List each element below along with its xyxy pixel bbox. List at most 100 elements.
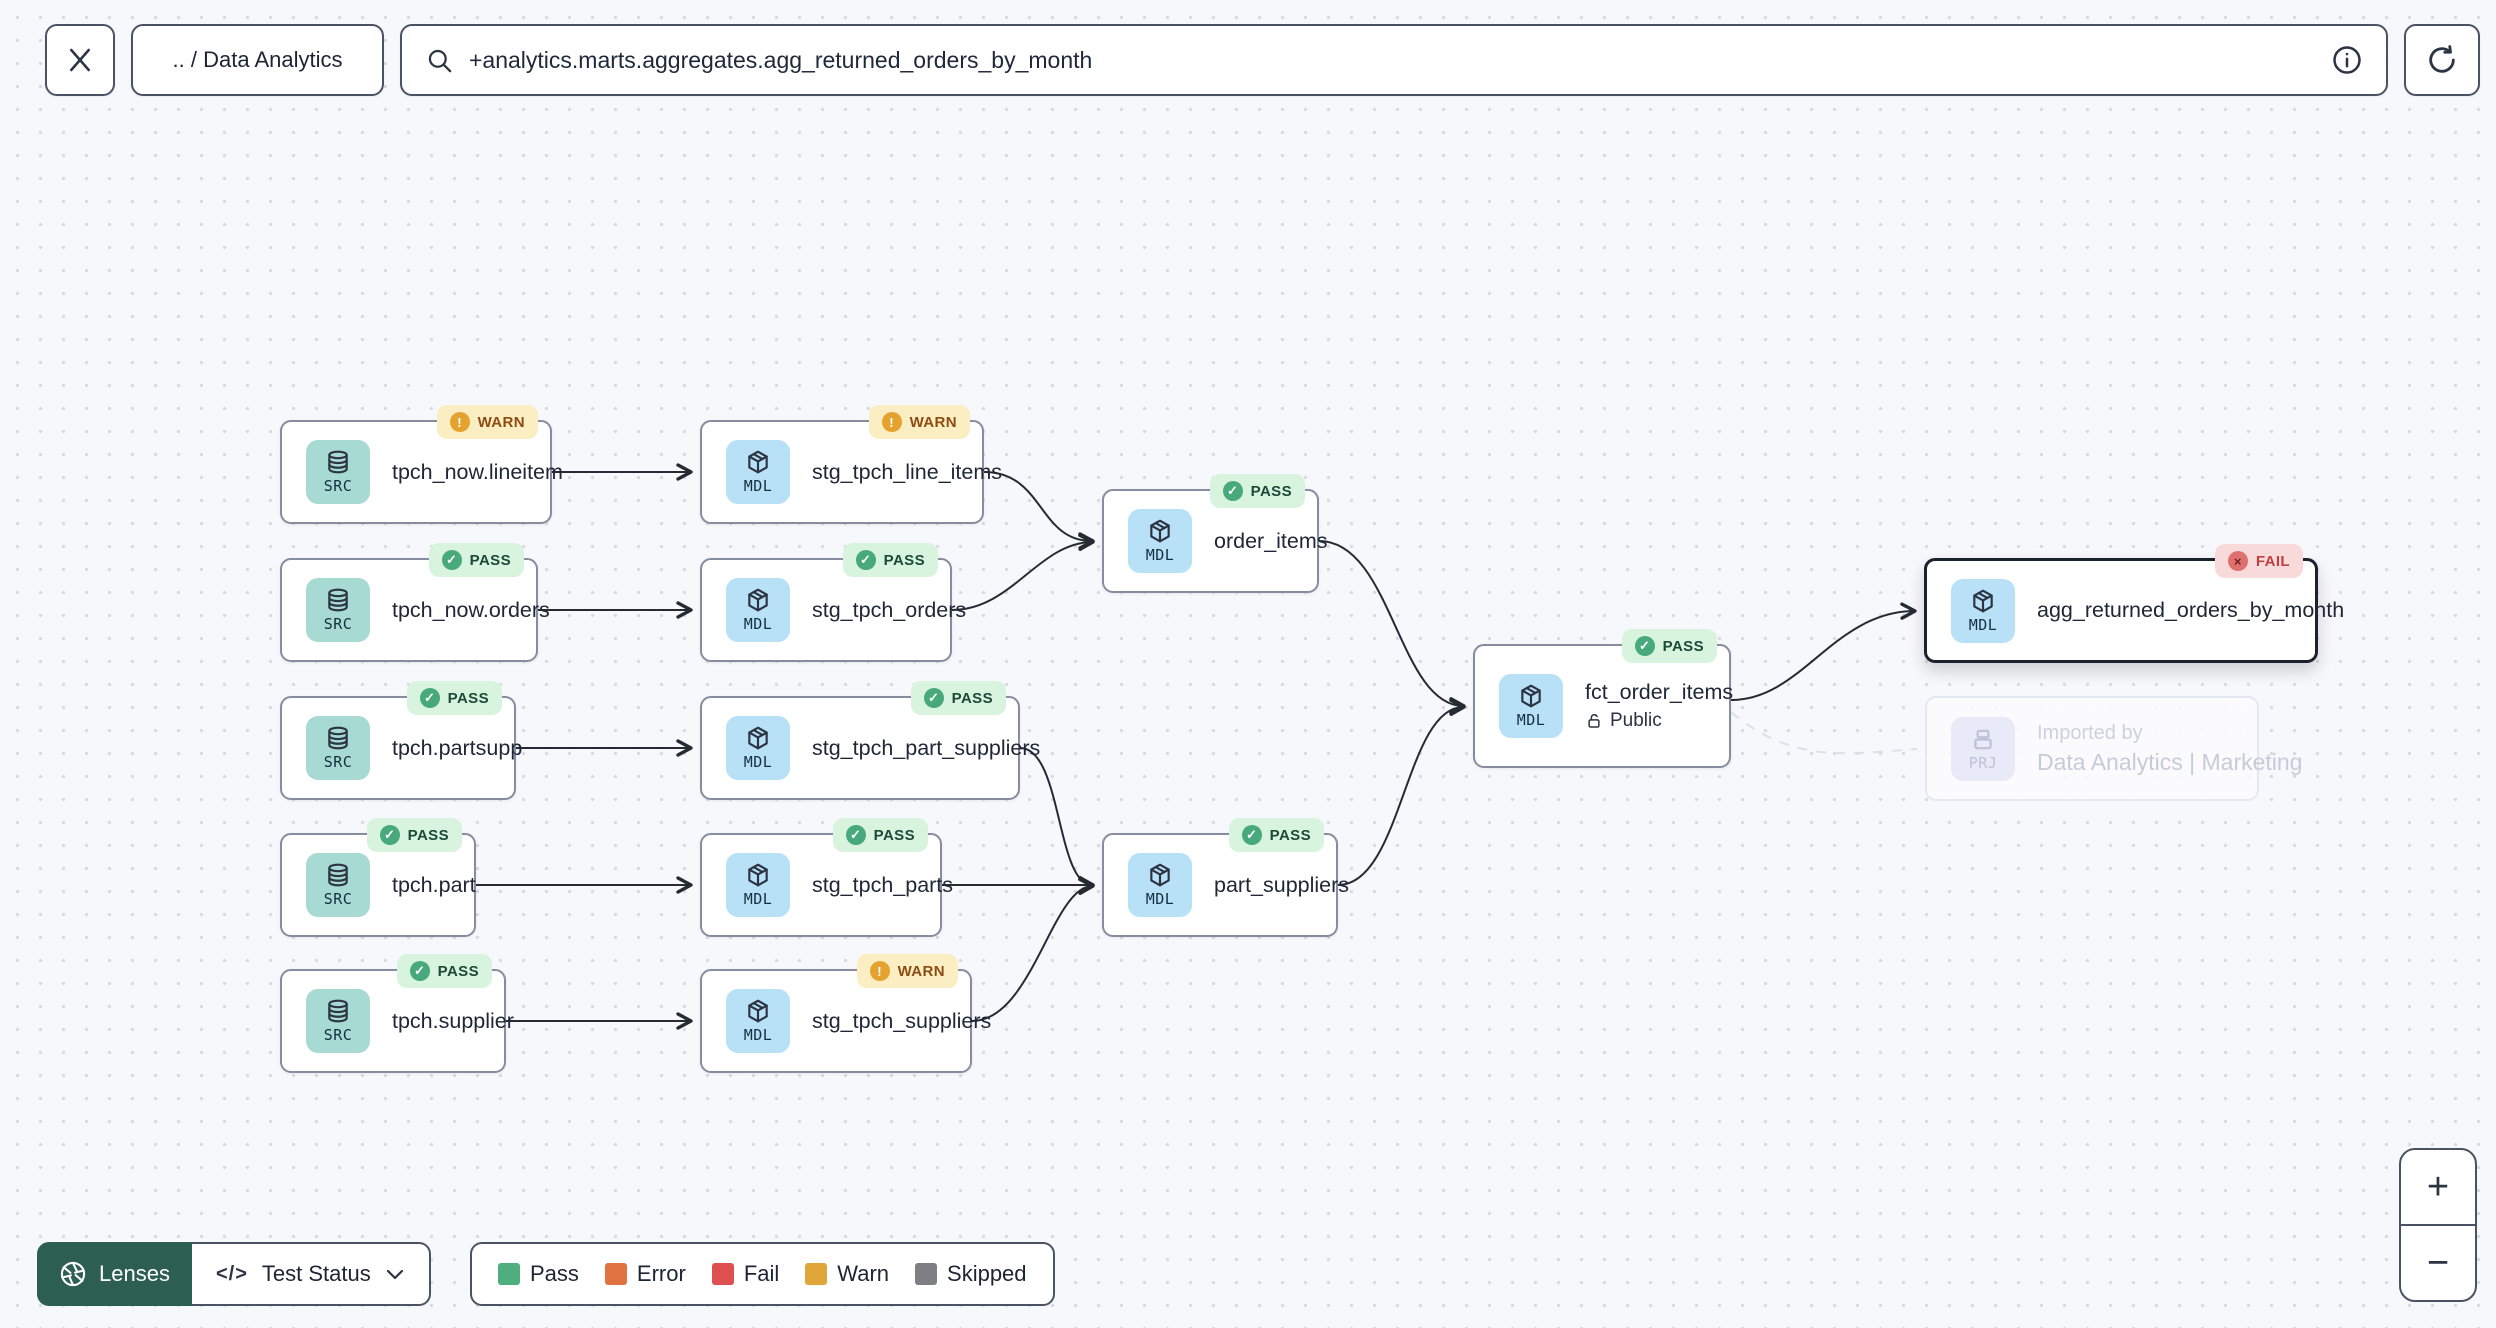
test-status-legend: Pass Error Fail Warn Skipped	[470, 1242, 1055, 1306]
zoom-out-button[interactable]: −	[2401, 1226, 2475, 1300]
model-chip: MDL	[726, 853, 790, 917]
node-kind-label: MDL	[743, 890, 773, 908]
project-chip: PRJ	[1951, 716, 2015, 781]
node-tpch-now-lineitem[interactable]: !WARN SRC tpch_now.lineitem	[280, 405, 563, 524]
fail-swatch	[711, 1263, 734, 1285]
database-icon	[328, 863, 348, 887]
model-chip: MDL	[1951, 578, 2015, 643]
database-icon	[328, 726, 348, 750]
source-chip: SRC	[306, 989, 370, 1053]
node-order-items[interactable]: ✓PASS MDL order_items	[1102, 474, 1328, 593]
node-stg-tpch-part-suppliers[interactable]: ✓PASS MDL stg_tpch_part_suppliers	[700, 681, 1040, 800]
breadcrumb-button[interactable]: .. / Data Analytics	[131, 24, 384, 96]
check-icon: ✓	[379, 825, 400, 845]
check-icon: ✓	[855, 550, 876, 570]
pass-swatch	[498, 1263, 520, 1285]
cube-icon	[748, 999, 768, 1023]
check-icon: ✓	[1241, 825, 1262, 845]
node-stg-tpch-orders[interactable]: ✓PASS MDL stg_tpch_orders	[700, 543, 966, 662]
status-badge: ✓PASS	[832, 818, 928, 852]
model-chip: MDL	[726, 989, 790, 1053]
node-kind-label: SRC	[323, 1026, 353, 1044]
node-kind-label: SRC	[323, 615, 353, 633]
node-imported-by-project[interactable]: PRJ Imported by Data Analytics | Marketi…	[1925, 696, 2302, 801]
close-button[interactable]	[45, 24, 115, 96]
source-chip: SRC	[306, 716, 370, 780]
lens-selector[interactable]: </> Test Status	[191, 1242, 431, 1306]
check-icon: ✓	[1634, 636, 1655, 656]
node-kind-label: MDL	[743, 615, 773, 633]
node-label: tpch.supplier	[392, 1008, 514, 1033]
breadcrumb: .. / Data Analytics	[172, 47, 343, 72]
lenses-label: Lenses	[99, 1261, 170, 1286]
legend-item-warn: Warn	[805, 1261, 889, 1287]
cube-icon	[1150, 863, 1170, 887]
node-sublabel: Data Analytics | Marketing	[2037, 748, 2303, 775]
check-icon: ✓	[1222, 481, 1243, 501]
node-label: part_suppliers	[1214, 872, 1350, 897]
node-tpch-part[interactable]: ✓PASS SRC tpch.part	[280, 818, 476, 937]
legend-item-skipped: Skipped	[915, 1261, 1027, 1287]
cube-icon	[1150, 519, 1170, 543]
status-badge: ✓PASS	[1209, 474, 1305, 508]
zoom-in-button[interactable]: +	[2401, 1150, 2475, 1226]
refresh-button[interactable]	[2404, 24, 2480, 96]
status-badge: ✓PASS	[1228, 818, 1324, 852]
node-kind-label: SRC	[323, 753, 353, 771]
search-input[interactable]	[469, 46, 2332, 74]
node-label: agg_returned_orders_by_month	[2037, 598, 2345, 622]
status-badge: ✓PASS	[406, 681, 502, 715]
model-chip: MDL	[726, 716, 790, 780]
node-tpch-partsupp[interactable]: ✓PASS SRC tpch.partsupp	[280, 681, 522, 800]
cube-icon	[748, 450, 768, 474]
cube-icon	[1973, 589, 1993, 612]
source-chip: SRC	[306, 853, 370, 917]
node-agg-returned-orders-by-month[interactable]: ×FAIL MDL agg_returned_orders_by_month	[1924, 544, 2344, 663]
lenses-control: Lenses </> Test Status	[37, 1242, 431, 1306]
model-chip: MDL	[1499, 674, 1563, 738]
node-label: fct_order_items	[1585, 680, 1734, 704]
node-kind-label: SRC	[323, 477, 353, 495]
refresh-icon	[2429, 45, 2455, 73]
node-label: stg_tpch_part_suppliers	[812, 735, 1041, 760]
status-badge: ✓PASS	[396, 954, 492, 988]
node-label: tpch.part	[392, 872, 476, 897]
legend-item-pass: Pass	[498, 1261, 579, 1287]
warn-icon: !	[881, 412, 902, 432]
node-label: stg_tpch_parts	[812, 872, 954, 897]
access-label: Public	[1610, 710, 1662, 731]
status-badge: ✓PASS	[1621, 629, 1717, 663]
x-circle-icon: ×	[2227, 551, 2248, 571]
node-kind-label: MDL	[1145, 546, 1175, 564]
node-label: stg_tpch_line_items	[812, 459, 1003, 484]
zoom-controls: + −	[2399, 1148, 2477, 1302]
warn-icon: !	[869, 961, 890, 981]
node-tpch-now-orders[interactable]: ✓PASS SRC tpch_now.orders	[280, 543, 550, 662]
status-badge: !WARN	[436, 405, 538, 439]
node-stg-tpch-suppliers[interactable]: !WARN MDL stg_tpch_suppliers	[700, 954, 991, 1073]
access-row: Public	[1585, 710, 1733, 732]
status-badge: !WARN	[868, 405, 970, 439]
node-tpch-supplier[interactable]: ✓PASS SRC tpch.supplier	[280, 954, 514, 1073]
node-stg-tpch-line-items[interactable]: !WARN MDL stg_tpch_line_items	[700, 405, 1002, 524]
close-icon	[70, 48, 90, 72]
search-bar[interactable]	[400, 24, 2388, 96]
lenses-button[interactable]: Lenses	[37, 1242, 192, 1306]
node-label: tpch_now.orders	[392, 597, 550, 622]
warn-icon: !	[449, 412, 470, 432]
status-badge: !WARN	[856, 954, 958, 988]
info-icon[interactable]	[2332, 45, 2362, 75]
node-kind-label: MDL	[1968, 615, 1998, 634]
source-chip: SRC	[306, 578, 370, 642]
status-badge: ✓PASS	[910, 681, 1006, 715]
cube-icon	[748, 726, 768, 750]
node-fct-order-items[interactable]: ✓PASS MDL fct_order_items Public	[1473, 629, 1734, 768]
node-part-suppliers[interactable]: ✓PASS MDL part_suppliers	[1102, 818, 1349, 937]
legend-item-fail: Fail	[711, 1261, 779, 1287]
check-icon: ✓	[923, 688, 944, 708]
node-stg-tpch-parts[interactable]: ✓PASS MDL stg_tpch_parts	[700, 818, 953, 937]
database-icon	[328, 450, 348, 474]
status-badge: ✓PASS	[842, 543, 938, 577]
database-icon	[328, 588, 348, 612]
